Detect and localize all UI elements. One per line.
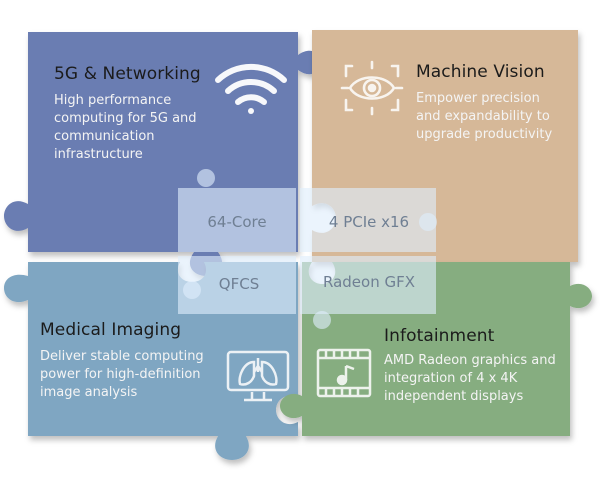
music-video-icon — [316, 348, 372, 398]
center-label-bottom-right: Radeon GFX — [322, 273, 415, 291]
networking-description: High performance computing for 5G and co… — [54, 93, 197, 162]
center-label-top-right: 4 PCIe x16 — [328, 213, 410, 231]
eye-target-icon — [340, 60, 404, 116]
center-knob-bottom — [313, 311, 331, 329]
infotainment-description: AMD Radeon graphics and integration of 4… — [384, 353, 556, 404]
center-label-top-left: 64-Core — [207, 213, 267, 231]
vision-description: Empower precision and expandability to u… — [416, 91, 553, 142]
center-knob-left — [183, 281, 201, 299]
lungs-monitor-icon — [226, 350, 290, 402]
center-knob-top — [197, 169, 215, 187]
center-label-bottom-left: QFCS — [218, 275, 260, 293]
wifi-icon — [215, 63, 287, 114]
center-overlay-top-left — [178, 188, 296, 252]
vision-title: Machine Vision — [416, 62, 545, 82]
infotainment-title: Infotainment — [384, 326, 495, 346]
center-knob-right — [419, 213, 437, 231]
center-overlay-top-right — [300, 188, 436, 252]
center-overlay-bottom-right — [300, 256, 436, 314]
medical-title: Medical Imaging — [40, 320, 182, 340]
medical-description: Deliver stable computing power for high-… — [40, 349, 204, 400]
networking-title: 5G & Networking — [54, 64, 201, 84]
